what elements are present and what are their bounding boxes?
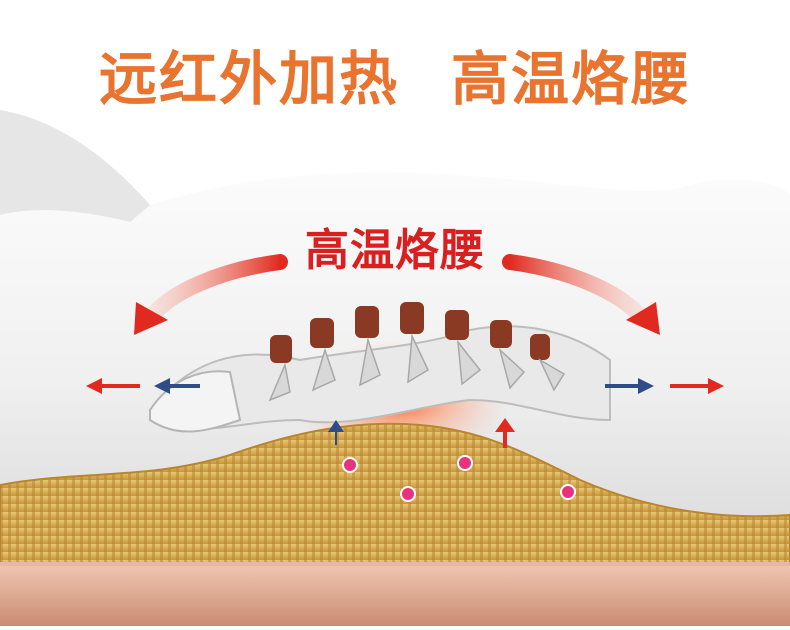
headline-left: 远红外加热 bbox=[98, 45, 399, 113]
base-pad bbox=[0, 562, 790, 626]
headline: 远红外加热 高温烙腰 bbox=[0, 34, 790, 124]
heat-dot-icon bbox=[342, 455, 576, 502]
spine-icon bbox=[149, 302, 611, 433]
red-arrow-icon bbox=[495, 418, 515, 448]
red-arrow-icon bbox=[142, 254, 288, 326]
red-arrow-icon bbox=[86, 378, 724, 394]
blue-arrow-icon bbox=[154, 378, 654, 394]
heat-label: 高温烙腰 bbox=[305, 225, 485, 276]
body-shape bbox=[0, 110, 790, 560]
headline-right: 高温烙腰 bbox=[451, 45, 692, 113]
red-arrow-icon bbox=[502, 254, 650, 326]
blue-arrow-icon bbox=[328, 420, 344, 445]
heating-mat bbox=[0, 422, 790, 566]
